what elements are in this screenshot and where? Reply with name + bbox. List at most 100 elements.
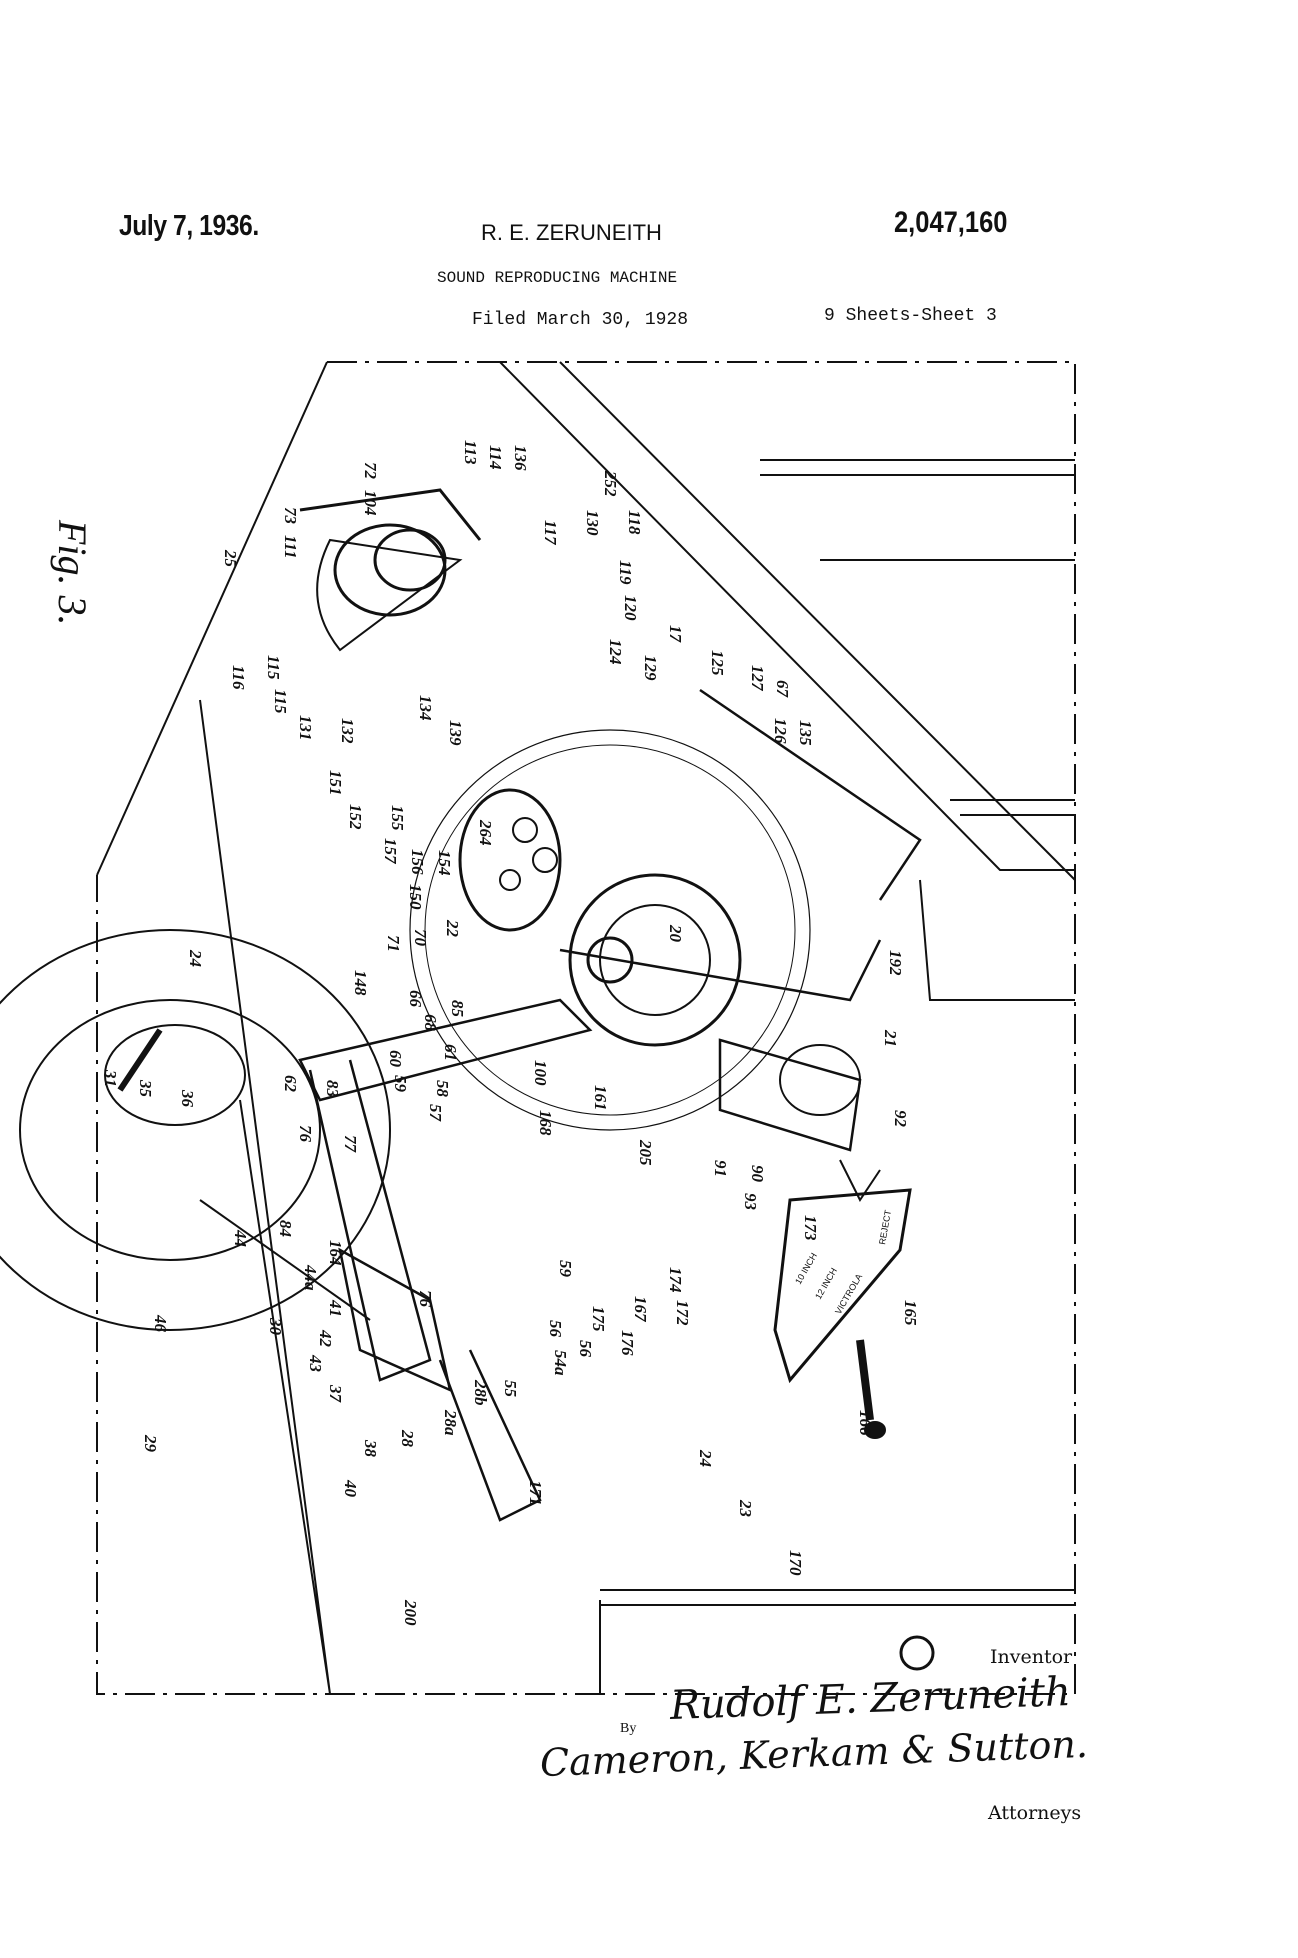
reference-numeral: 90 xyxy=(748,1165,767,1183)
reference-numeral: 172 xyxy=(673,1300,692,1326)
worm-wheel-hub xyxy=(599,904,711,1016)
slide-bar xyxy=(438,1349,542,1522)
reference-numeral: 124 xyxy=(606,639,625,665)
reference-numeral: 156 xyxy=(408,849,427,875)
reference-numeral: 119 xyxy=(616,560,635,585)
worm-wheel xyxy=(568,873,742,1047)
reference-numeral: 176 xyxy=(618,1330,637,1356)
reference-numeral: 111 xyxy=(281,535,300,559)
reference-numeral: 23 xyxy=(736,1499,755,1518)
by-label: By xyxy=(620,1721,637,1736)
cabinet-edge xyxy=(199,699,331,1695)
reference-numeral: 166 xyxy=(856,1410,875,1436)
cabinet-edge xyxy=(600,1589,1075,1606)
cabinet-edge xyxy=(499,361,1075,871)
reference-numeral: 168 xyxy=(536,1110,555,1136)
reference-numeral: 59 xyxy=(391,1075,410,1093)
reference-numeral: 134 xyxy=(416,695,435,721)
reference-numeral: 100 xyxy=(531,1060,550,1086)
reference-numeral: 127 xyxy=(748,665,767,692)
reference-numeral: 61 xyxy=(441,1044,460,1061)
main-gear xyxy=(409,729,811,1131)
reference-numeral: 205 xyxy=(636,1139,655,1166)
filed-date: Filed March 30, 1928 xyxy=(472,310,689,330)
reference-numeral: 77 xyxy=(341,1135,360,1154)
reference-numeral: 135 xyxy=(796,720,815,746)
reference-numeral: 151 xyxy=(326,770,345,796)
reference-numeral: 114 xyxy=(486,445,505,470)
control-panel xyxy=(773,1188,912,1384)
reference-numeral: 173 xyxy=(801,1215,820,1241)
cabinet-edge xyxy=(559,361,1076,881)
inventor-label: Inventor xyxy=(990,1646,1073,1668)
reference-numeral: 38 xyxy=(361,1439,380,1458)
motor-housing xyxy=(333,523,447,617)
reference-numeral: 60 xyxy=(386,1050,405,1068)
cabinet-edge xyxy=(199,1199,371,1321)
reference-numeral: 41 xyxy=(326,1299,345,1317)
reference-numeral: 40 xyxy=(341,1479,360,1498)
reference-numeral: 120 xyxy=(621,595,640,621)
reference-numeral: 167 xyxy=(631,1296,650,1323)
reference-numeral: 136 xyxy=(511,445,530,471)
reference-numeral: 164 xyxy=(326,1240,345,1266)
reference-numeral: 46 xyxy=(151,1314,170,1333)
reference-numeral: 252 xyxy=(601,470,620,497)
reference-numeral: 93 xyxy=(741,1193,760,1211)
reference-numeral: 35 xyxy=(136,1079,155,1098)
reference-numeral: 92 xyxy=(891,1110,910,1128)
reference-numeral: 28b xyxy=(471,1379,490,1406)
reference-numeral: 192 xyxy=(886,950,905,976)
reference-numeral: 44a xyxy=(301,1264,320,1291)
patent-title: SOUND REPRODUCING MACHINE xyxy=(437,269,678,287)
reference-numeral: 115 xyxy=(264,655,283,680)
reference-numeral: 170 xyxy=(786,1550,805,1576)
reference-numeral: 22 xyxy=(443,919,462,938)
reference-numeral: 130 xyxy=(583,510,602,536)
reference-numeral: 76 xyxy=(296,1125,315,1143)
reference-numeral: 174 xyxy=(666,1267,685,1293)
reference-numeral: 150 xyxy=(406,884,425,910)
reference-numeral: 73 xyxy=(281,507,300,525)
reference-numeral: 68 xyxy=(421,1014,440,1032)
reference-numeral: 20 xyxy=(666,924,685,943)
reference-numeral: 85 xyxy=(448,1000,467,1018)
reference-numeral: 59 xyxy=(556,1260,575,1278)
reference-numeral: 54a xyxy=(551,1350,570,1376)
cabinet-edge xyxy=(760,459,1075,561)
reference-numeral: 30 xyxy=(266,1317,285,1336)
reference-numeral: 148 xyxy=(351,970,370,996)
reference-numeral: 56 xyxy=(576,1340,595,1358)
reference-numeral: 131 xyxy=(296,715,315,741)
reference-numeral: 264 xyxy=(476,819,495,846)
cable xyxy=(839,1159,881,1202)
turntable-inner xyxy=(19,999,321,1261)
inventor-name: R. E. ZERUNEITH xyxy=(481,220,662,245)
reference-numeral: 57 xyxy=(426,1104,445,1123)
reference-numeral: 161 xyxy=(591,1085,610,1111)
reference-numeral: 29 xyxy=(141,1434,160,1453)
reference-numeral: 200 xyxy=(401,1599,420,1626)
reference-numeral: 58 xyxy=(433,1080,452,1098)
reference-numeral: 71 xyxy=(384,935,403,952)
reference-numeral: 55 xyxy=(501,1380,520,1398)
panel-label-12-inch: 12 INCH xyxy=(813,1266,839,1301)
sheet-count: 9 Sheets-Sheet 3 xyxy=(824,306,997,326)
reference-numeral: 36 xyxy=(178,1089,197,1108)
reference-numeral: 165 xyxy=(901,1300,920,1326)
reference-numeral: 42 xyxy=(316,1329,335,1348)
reference-numeral: 37 xyxy=(326,1384,345,1404)
reference-numeral: 31 xyxy=(101,1069,120,1087)
turntable xyxy=(0,929,391,1331)
reference-numeral: 84 xyxy=(276,1220,295,1237)
reference-numeral: 70 xyxy=(411,929,430,947)
cabinet-edge xyxy=(96,361,328,876)
reference-numeral: 115 xyxy=(271,689,290,714)
reference-numeral: 129 xyxy=(641,655,660,681)
reference-numeral: 125 xyxy=(708,650,727,676)
reference-numeral: 83 xyxy=(323,1080,342,1098)
spindle-area xyxy=(104,1024,246,1126)
reference-numeral: 155 xyxy=(388,805,407,831)
reference-numeral: 139 xyxy=(446,720,465,746)
spindle xyxy=(117,1028,163,1092)
